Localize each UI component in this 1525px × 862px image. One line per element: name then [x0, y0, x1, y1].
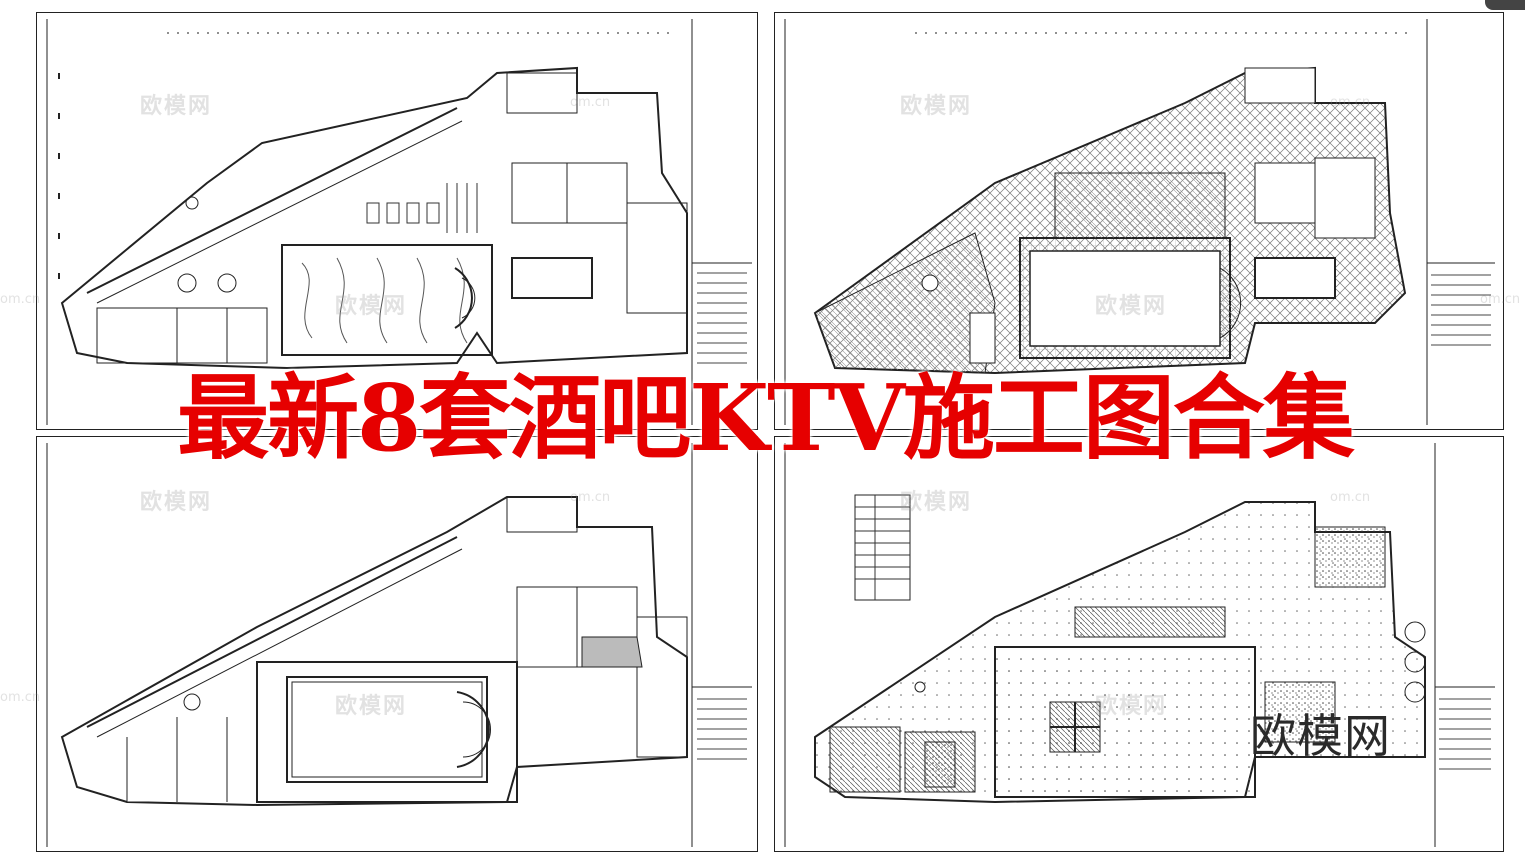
- drawing-sheet-top-left: [36, 12, 758, 430]
- wall-layout-plan-drawing: [46, 443, 752, 847]
- ceiling-plan-drawing: [784, 443, 1495, 847]
- drawing-sheet-bottom-left: [36, 436, 758, 852]
- watermark-url: om.cn: [0, 690, 41, 705]
- drawing-sheet-top-right: [774, 12, 1504, 430]
- drawing-sheet-bottom-right: [774, 436, 1504, 852]
- corner-decoration: [1485, 0, 1525, 10]
- watermark-url: om.cn: [0, 292, 41, 307]
- floor-plan-drawing: [46, 19, 752, 425]
- collection-title: 最新8套酒吧KTV施工图合集: [177, 364, 1355, 472]
- brand-watermark-large: 欧模网: [1250, 709, 1391, 763]
- floor-finish-plan-drawing: [784, 19, 1495, 425]
